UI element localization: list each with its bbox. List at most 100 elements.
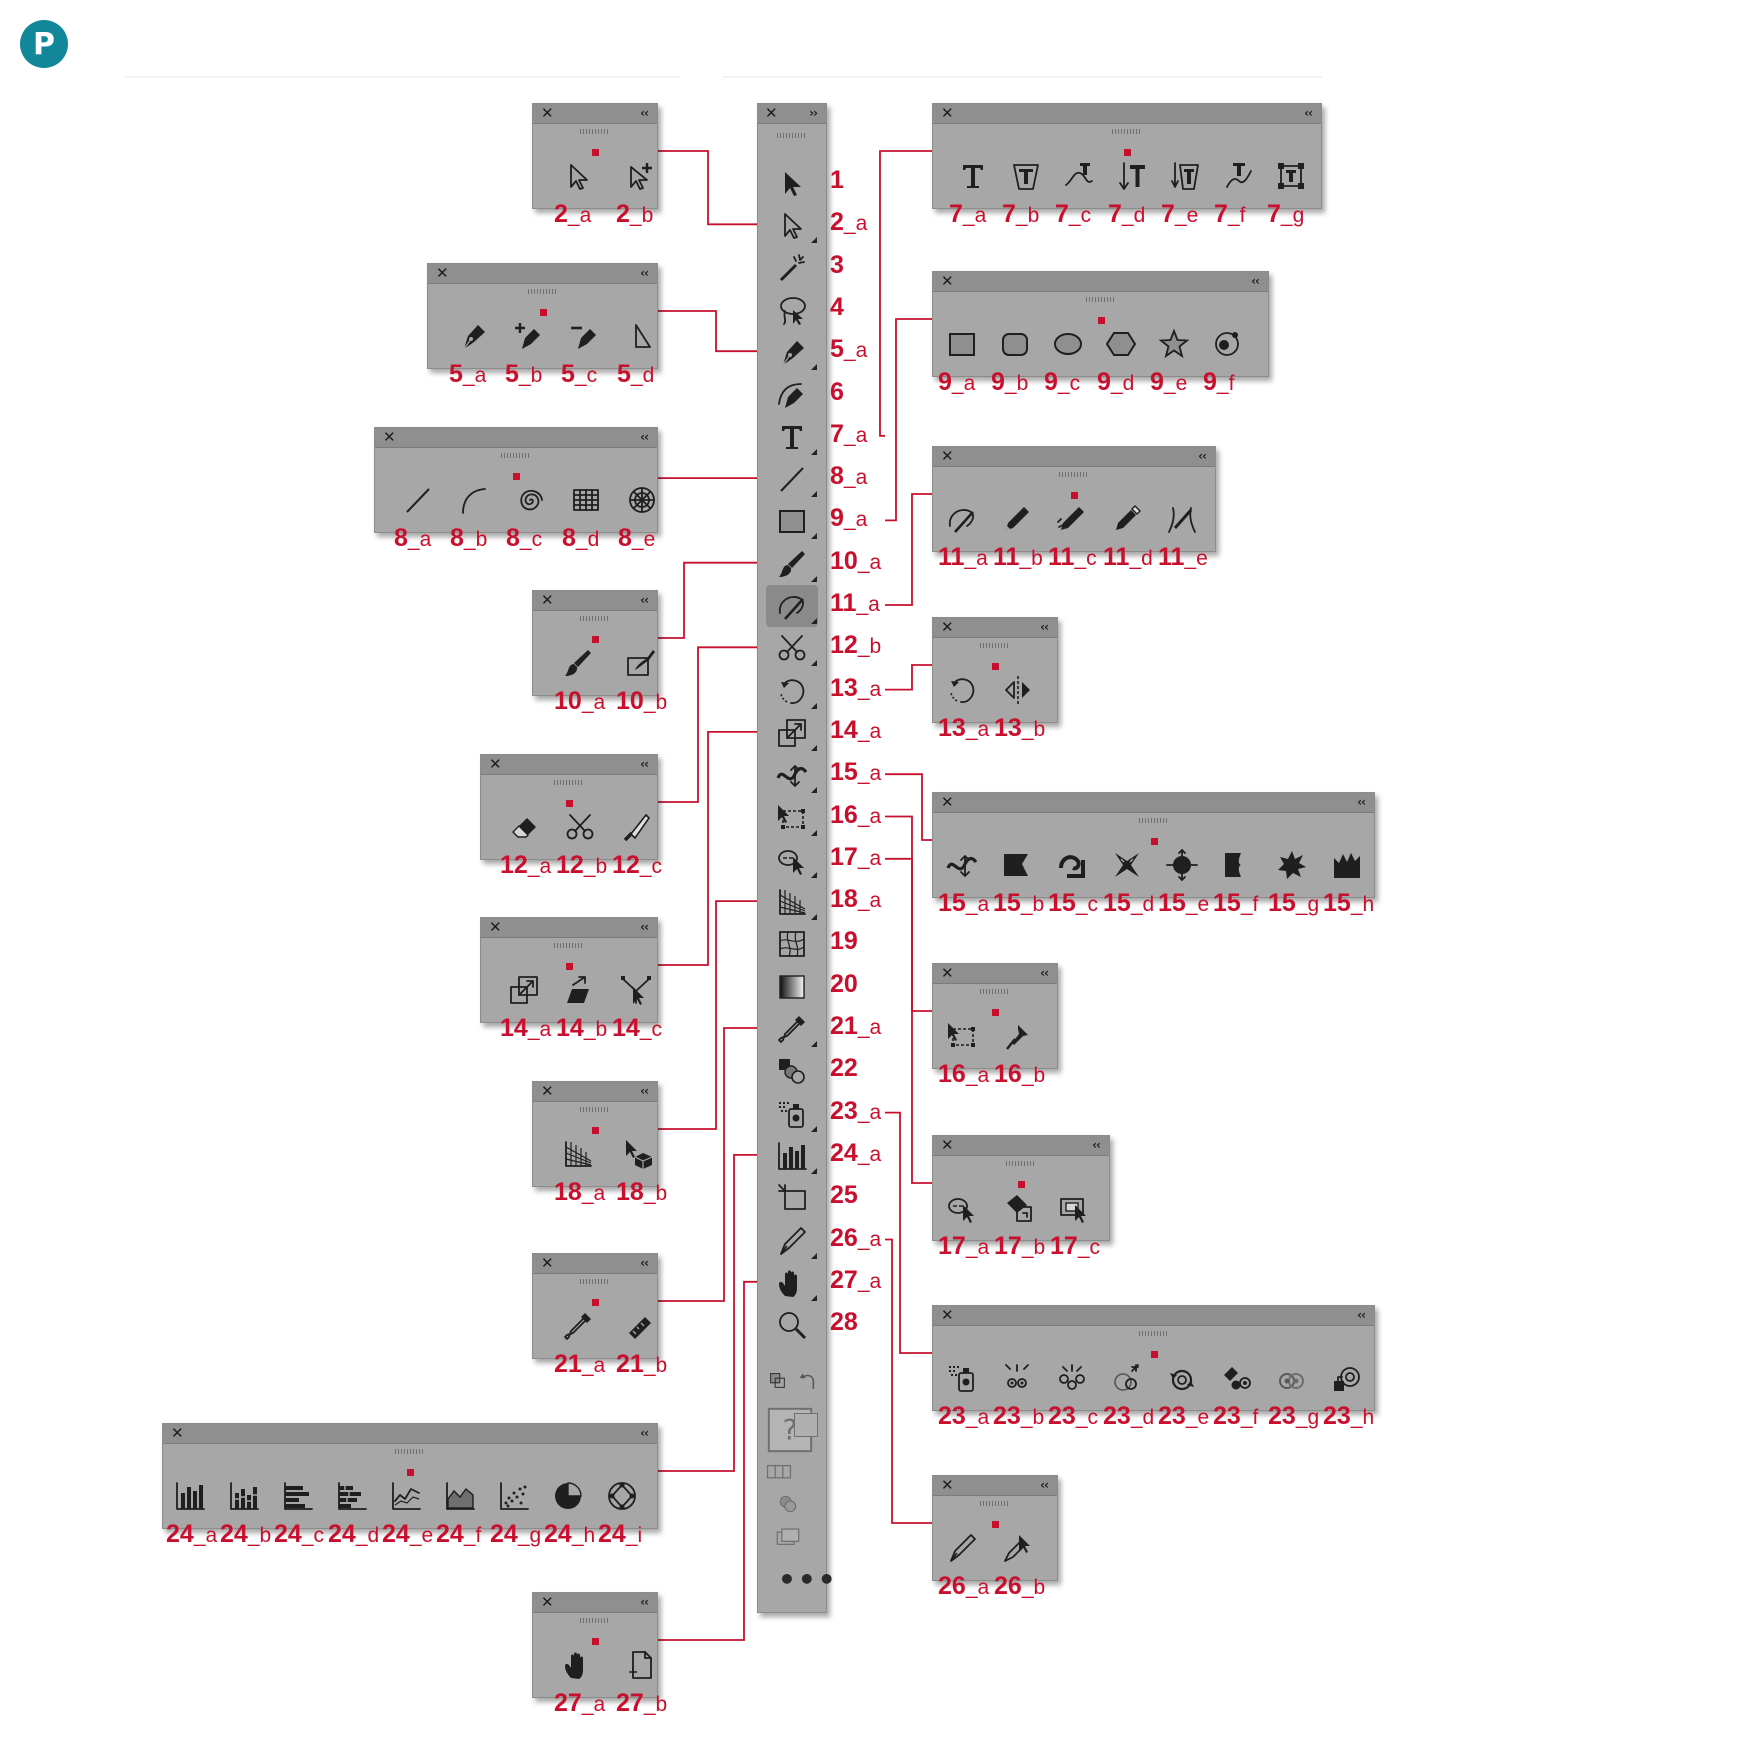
- tool-paintbrush-icon[interactable]: [775, 547, 809, 581]
- slice-icon[interactable]: [945, 1531, 979, 1565]
- grip-handle[interactable]: [580, 1107, 610, 1112]
- close-icon[interactable]: ✕: [941, 1306, 954, 1324]
- tool-rectangle-icon[interactable]: [775, 504, 809, 538]
- tool-select-arrow-icon[interactable]: [775, 166, 809, 200]
- tool-shape-builder-icon[interactable]: [775, 843, 809, 877]
- line-graph-icon[interactable]: [389, 1479, 423, 1513]
- wrinkle-icon[interactable]: [1330, 848, 1364, 882]
- tool-scale-icon[interactable]: [775, 716, 809, 750]
- symbol-spinner-icon[interactable]: [1165, 1361, 1199, 1395]
- grip-handle[interactable]: [980, 989, 1010, 994]
- close-icon[interactable]: ✕: [941, 104, 954, 122]
- pencil-icon[interactable]: [1000, 502, 1034, 536]
- radar-graph-icon[interactable]: [605, 1479, 639, 1513]
- slice-select-icon[interactable]: [1001, 1531, 1035, 1565]
- grip-handle[interactable]: [580, 616, 610, 621]
- grip-handle[interactable]: [580, 129, 610, 134]
- polygon-icon[interactable]: [1104, 327, 1138, 361]
- tool-type-icon[interactable]: [775, 420, 809, 454]
- collapse-icon[interactable]: ‹‹: [640, 1084, 649, 1098]
- close-icon[interactable]: ✕: [941, 272, 954, 290]
- rectangle-icon[interactable]: [945, 327, 979, 361]
- grip-handle[interactable]: [980, 1501, 1010, 1506]
- close-icon[interactable]: ✕: [765, 104, 778, 122]
- collapse-icon[interactable]: ‹‹: [640, 430, 649, 444]
- close-icon[interactable]: ✕: [541, 1082, 554, 1100]
- bloat-icon[interactable]: [1165, 848, 1199, 882]
- grip-handle[interactable]: [580, 1618, 610, 1623]
- grip-handle[interactable]: [1085, 297, 1116, 302]
- grip-handle[interactable]: [777, 133, 807, 138]
- symbol-styler-icon[interactable]: [1330, 1361, 1364, 1395]
- tool-slice-icon[interactable]: [775, 1224, 809, 1258]
- close-icon[interactable]: ✕: [941, 447, 954, 465]
- close-icon[interactable]: ✕: [941, 1136, 954, 1154]
- rotate-icon[interactable]: [945, 673, 979, 707]
- grip-handle[interactable]: [1138, 1331, 1169, 1336]
- collapse-icon[interactable]: ‹‹: [640, 920, 649, 934]
- grip-handle[interactable]: [501, 453, 531, 458]
- symbol-shifter-icon[interactable]: [1000, 1361, 1034, 1395]
- close-icon[interactable]: ✕: [941, 793, 954, 811]
- live-paint-select-icon[interactable]: [1057, 1191, 1091, 1225]
- tool-zoom-icon[interactable]: [775, 1308, 809, 1342]
- tool-mesh-icon[interactable]: [775, 927, 809, 961]
- vertical-type-icon[interactable]: [1115, 159, 1149, 193]
- shear-icon[interactable]: [563, 973, 597, 1007]
- width-icon[interactable]: [945, 848, 979, 882]
- grip-handle[interactable]: [980, 643, 1010, 648]
- color-modes-icon[interactable]: [775, 1491, 801, 1517]
- tool-column-graph-icon[interactable]: [775, 1139, 809, 1173]
- close-icon[interactable]: ✕: [941, 1476, 954, 1494]
- collapse-icon[interactable]: ‹‹: [1040, 620, 1049, 634]
- draw-modes-icon[interactable]: [766, 1461, 792, 1487]
- tool-artboard-icon[interactable]: [775, 1181, 809, 1215]
- shaper-icon[interactable]: [945, 502, 979, 536]
- group-select-icon[interactable]: [623, 159, 657, 193]
- expand-icon[interactable]: ››: [809, 106, 818, 120]
- close-icon[interactable]: ✕: [436, 264, 449, 282]
- free-transform-icon[interactable]: [945, 1019, 979, 1053]
- line-icon[interactable]: [401, 483, 435, 517]
- smooth-icon[interactable]: [1055, 502, 1089, 536]
- grip-handle[interactable]: [1059, 472, 1089, 477]
- symbol-sprayer-icon[interactable]: [945, 1361, 979, 1395]
- tool-lasso-icon[interactable]: [775, 293, 809, 327]
- symbol-sizer-icon[interactable]: [1110, 1361, 1144, 1395]
- symbol-screener-icon[interactable]: [1275, 1361, 1309, 1395]
- collapse-icon[interactable]: ‹‹: [1357, 795, 1366, 809]
- tool-pen-icon[interactable]: [775, 335, 809, 369]
- collapse-icon[interactable]: ‹‹: [1198, 449, 1207, 463]
- column-graph-icon[interactable]: [173, 1479, 207, 1513]
- collapse-icon[interactable]: ‹‹: [640, 1595, 649, 1609]
- grip-handle[interactable]: [527, 289, 558, 294]
- grip-handle[interactable]: [580, 1279, 610, 1284]
- stacked-column-icon[interactable]: [227, 1479, 261, 1513]
- bar-graph-icon[interactable]: [281, 1479, 315, 1513]
- collapse-icon[interactable]: ‹‹: [640, 1426, 649, 1440]
- tool-free-transform-icon[interactable]: [775, 801, 809, 835]
- close-icon[interactable]: ✕: [171, 1424, 184, 1442]
- symbol-scruncher-icon[interactable]: [1055, 1361, 1089, 1395]
- scallop-icon[interactable]: [1220, 848, 1254, 882]
- pen-icon[interactable]: [456, 319, 490, 353]
- collapse-icon[interactable]: ‹‹: [1357, 1308, 1366, 1322]
- flare-icon[interactable]: [1210, 327, 1244, 361]
- tool-width-icon[interactable]: [775, 758, 809, 792]
- pucker-icon[interactable]: [1110, 848, 1144, 882]
- close-icon[interactable]: ✕: [489, 755, 502, 773]
- grip-handle[interactable]: [1112, 129, 1142, 134]
- symbol-stainer-icon[interactable]: [1220, 1361, 1254, 1395]
- area-type-icon[interactable]: [1009, 159, 1043, 193]
- add-anchor-icon[interactable]: [512, 319, 546, 353]
- tool-rotate-icon[interactable]: [775, 674, 809, 708]
- pie-graph-icon[interactable]: [551, 1479, 585, 1513]
- measure-icon[interactable]: [623, 1309, 657, 1343]
- tool-line-icon[interactable]: [775, 462, 809, 496]
- collapse-icon[interactable]: ‹‹: [1040, 966, 1049, 980]
- close-icon[interactable]: ✕: [941, 618, 954, 636]
- screen-mode-icon[interactable]: [775, 1526, 801, 1552]
- default-colors-icon[interactable]: [795, 1369, 821, 1395]
- tool-symbol-sprayer-icon[interactable]: [775, 1097, 809, 1131]
- perspective-select-icon[interactable]: [623, 1137, 657, 1171]
